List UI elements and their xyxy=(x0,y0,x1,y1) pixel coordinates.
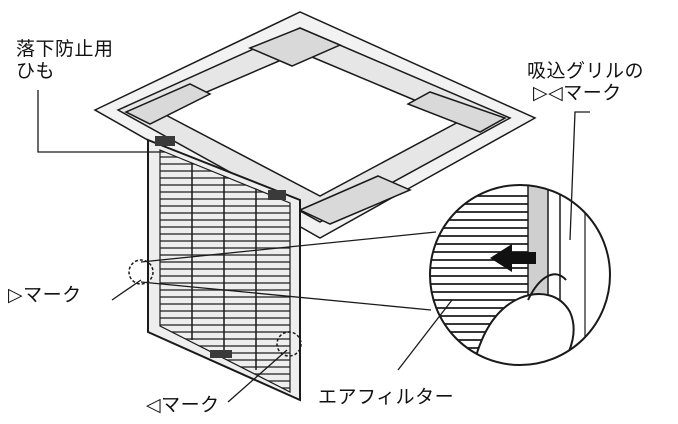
label-grille-mark-line2: ▷◁マーク xyxy=(533,82,622,104)
label-mark-right: ▷マーク xyxy=(8,284,82,306)
label-strap-line2: ひも xyxy=(16,60,56,82)
label-fall-prevention-strap: 落下防止用 ひも xyxy=(16,38,114,82)
leader-lines xyxy=(37,90,590,403)
ceiling-panel xyxy=(93,11,537,239)
magnified-view xyxy=(429,184,611,366)
label-grille-mark: 吸込グリルの ▷◁マーク xyxy=(527,60,644,104)
mark-left-highlight xyxy=(276,331,302,357)
hand-illustration xyxy=(468,293,575,365)
label-mark-left: ◁マーク xyxy=(146,394,220,416)
label-strap-line1: 落下防止用 xyxy=(16,38,114,60)
mark-right-highlight xyxy=(128,259,154,285)
zoom-connector-lines xyxy=(140,231,437,311)
intake-grille xyxy=(147,136,301,402)
pull-arrow xyxy=(490,244,536,272)
label-air-filter: エアフィルター xyxy=(318,386,455,408)
label-grille-mark-line1: 吸込グリルの xyxy=(527,60,645,82)
